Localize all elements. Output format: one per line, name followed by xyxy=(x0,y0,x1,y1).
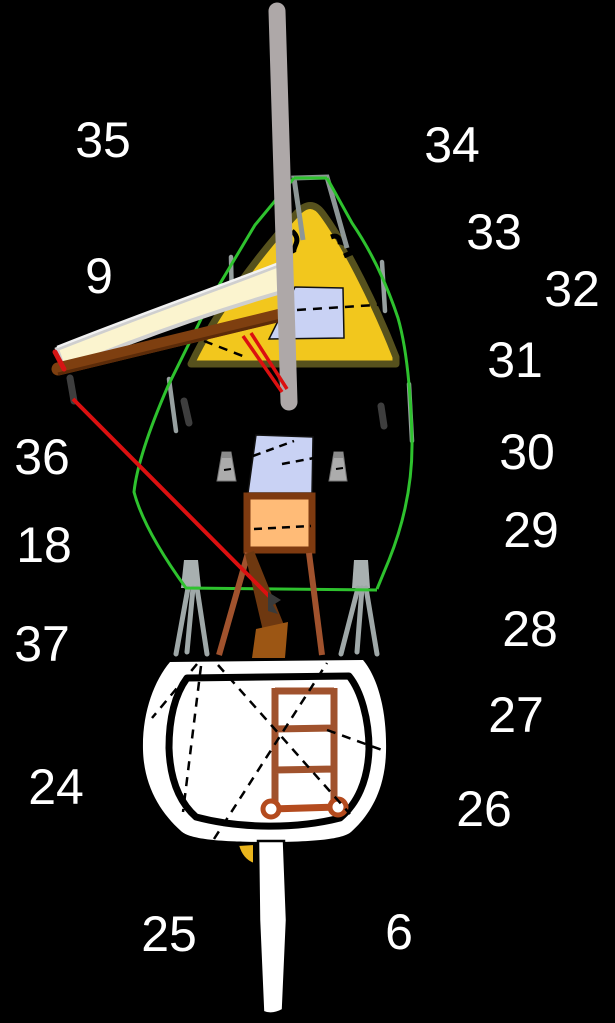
leader-line-24 xyxy=(151,663,198,719)
part-label-30: 30 xyxy=(499,424,555,480)
lifeline-starboard xyxy=(325,177,414,590)
pushpit-starboard xyxy=(338,560,380,657)
leader-line-29 xyxy=(253,524,312,531)
part-label-26: 26 xyxy=(456,781,512,837)
rudder-stop-wedge xyxy=(236,842,255,866)
leader-line-30 xyxy=(252,439,315,466)
boom xyxy=(51,308,288,376)
deck-fitting-starboard xyxy=(330,233,355,259)
rudder xyxy=(236,839,289,1015)
transom xyxy=(142,660,394,842)
part-label-34: 34 xyxy=(424,117,480,173)
pushpit-post xyxy=(181,560,201,588)
companionway-area xyxy=(216,434,348,656)
part-label-24: 24 xyxy=(28,759,84,815)
part-label-36: 36 xyxy=(14,429,70,485)
lifeline-port xyxy=(132,177,378,592)
companionway xyxy=(243,492,316,554)
winch-port xyxy=(216,451,237,482)
part-label-29: 29 xyxy=(503,502,559,558)
companionway-rail-starboard xyxy=(306,552,325,656)
deck-fitting-port xyxy=(290,229,300,255)
part-label-6: 6 xyxy=(385,904,413,960)
pushpit-post xyxy=(352,560,370,588)
part-label-32: 32 xyxy=(544,261,600,317)
part-label-18: 18 xyxy=(16,517,72,573)
boom-end-fitting xyxy=(66,374,78,405)
transom-leader-lines xyxy=(151,662,394,840)
boom-end-line xyxy=(52,349,67,372)
boom-shadow xyxy=(57,318,282,376)
part-label-28: 28 xyxy=(502,601,558,657)
rudder-blade xyxy=(256,839,289,1015)
part-labels: 35 34 9 33 32 31 36 30 18 29 37 28 27 24… xyxy=(14,112,600,962)
stanchion-port-mid xyxy=(166,376,179,434)
transom-inner-rim xyxy=(165,672,373,830)
mainsheet-line xyxy=(71,397,272,599)
mast xyxy=(268,2,298,411)
fitting-port xyxy=(180,397,193,427)
ladder-ring-port xyxy=(260,798,282,820)
lifelines xyxy=(132,176,414,592)
part-label-35: 35 xyxy=(75,112,131,168)
stanchion-starboard-upper xyxy=(379,259,388,314)
leader-line-31 xyxy=(203,339,249,360)
part-label-27: 27 xyxy=(488,687,544,743)
leader-line-25 xyxy=(181,665,203,813)
transom-shell xyxy=(142,660,387,842)
part-label-37: 37 xyxy=(14,616,70,672)
leader-line-26 xyxy=(326,728,394,756)
mainsheet-block xyxy=(268,592,281,614)
leader-line-28 xyxy=(212,662,329,840)
winch-starboard xyxy=(328,451,348,482)
sliding-hatch xyxy=(247,434,314,494)
winch-top xyxy=(334,452,343,458)
part-label-31: 31 xyxy=(487,332,543,388)
leader-line-27 xyxy=(217,664,351,815)
pushpit-port xyxy=(173,560,210,657)
boarding-ladder xyxy=(260,687,349,820)
tiller-grip xyxy=(252,622,288,658)
part-label-25: 25 xyxy=(141,906,197,962)
part-label-33: 33 xyxy=(466,204,522,260)
part-label-9: 9 xyxy=(85,248,113,304)
sail-highlight xyxy=(56,261,280,349)
fitting-starboard xyxy=(377,402,388,430)
winch-top xyxy=(222,452,231,458)
kicking-strap xyxy=(241,332,289,394)
